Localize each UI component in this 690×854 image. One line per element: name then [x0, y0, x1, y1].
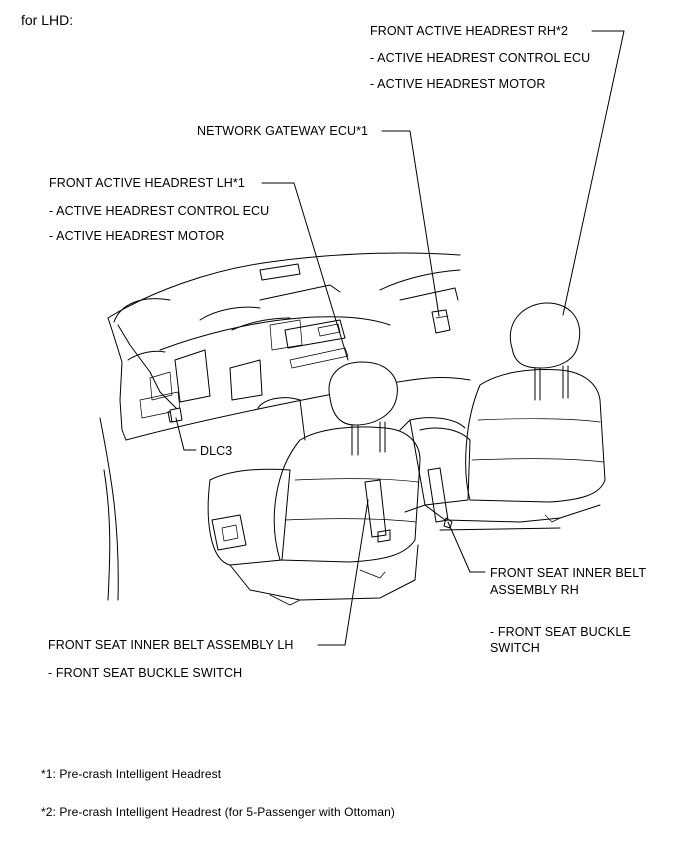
gateway-ecu-drawing	[431, 309, 451, 334]
lh-belt-label: FRONT SEAT INNER BELT ASSEMBLY LH	[48, 638, 294, 652]
rh-belt-label-line2: ASSEMBLY RH	[490, 583, 579, 597]
center-console-drawing	[399, 417, 466, 513]
dlc3-label: DLC3	[200, 444, 233, 458]
gateway-ecu-label: NETWORK GATEWAY ECU*1	[197, 124, 369, 138]
rh-seat-drawing	[419, 302, 606, 531]
rh-headrest-ecu-label: - ACTIVE HEADREST CONTROL ECU	[370, 51, 591, 65]
lh-seat-drawing	[207, 361, 421, 606]
page-heading: for LHD:	[21, 12, 74, 28]
rh-headrest-label: FRONT ACTIVE HEADREST RH*2	[370, 24, 569, 38]
rh-buckle-label-line1: - FRONT SEAT BUCKLE	[490, 625, 631, 639]
lh-headrest-motor-label: - ACTIVE HEADREST MOTOR	[49, 229, 225, 243]
footnote-1: *1: Pre-crash Intelligent Headrest	[41, 767, 222, 781]
footnote-2: *2: Pre-crash Intelligent Headrest (for …	[41, 805, 395, 819]
lh-buckle-label: - FRONT SEAT BUCKLE SWITCH	[48, 666, 243, 680]
lh-headrest-ecu-label: - ACTIVE HEADREST CONTROL ECU	[49, 204, 270, 218]
rh-headrest-motor-label: - ACTIVE HEADREST MOTOR	[370, 77, 546, 91]
lh-headrest-label: FRONT ACTIVE HEADREST LH*1	[49, 176, 245, 190]
rh-buckle-label-line2: SWITCH	[490, 641, 540, 655]
leader-lines	[175, 30, 625, 646]
dashboard-drawing	[99, 252, 471, 601]
rh-belt-label-line1: FRONT SEAT INNER BELT	[490, 566, 647, 580]
dlc3-drawing	[169, 407, 183, 423]
